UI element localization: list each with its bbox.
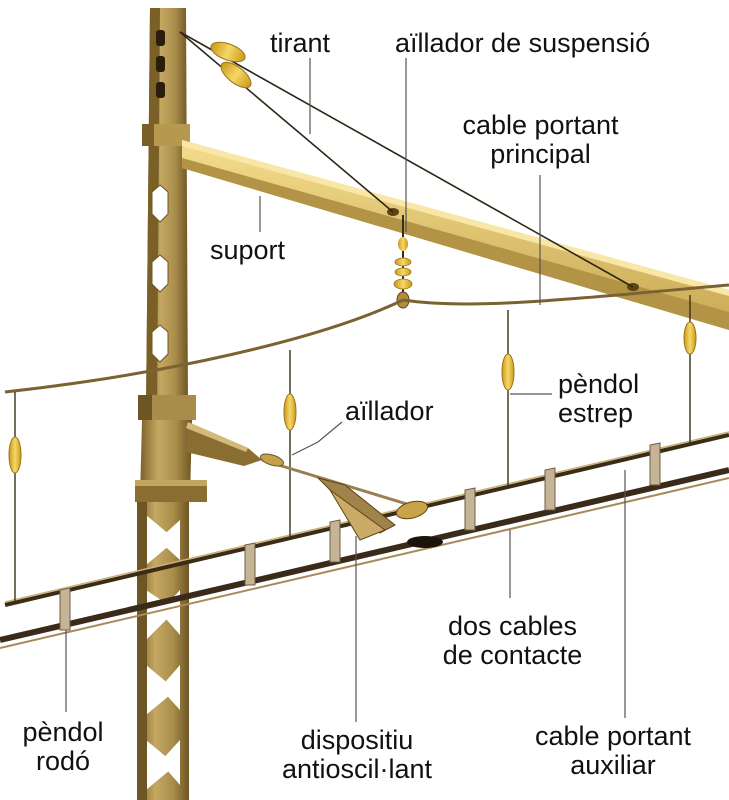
label-contact-wires-line1: dos cables	[447, 611, 578, 641]
tie-rod-insulators	[210, 41, 252, 89]
label-round-dropper-line2: rodó	[35, 746, 91, 776]
label-round-dropper-line1: pèndol	[22, 717, 104, 747]
label-stirrup-dropper-line1: pèndol	[558, 369, 640, 399]
round-droppers	[14, 295, 691, 603]
label-auxiliary-catenary-line2: auxiliar	[570, 750, 656, 780]
registration-arm	[186, 422, 421, 510]
stirrup-droppers	[59, 442, 661, 631]
label-anti-sway-line1: dispositiu	[300, 725, 414, 755]
label-auxiliary-catenary-line1: cable portant	[534, 721, 692, 751]
label-contact-wires-line2: de contacte	[442, 640, 583, 670]
label-tie-rod: tirant	[270, 28, 331, 58]
label-stirrup-dropper-line2: estrep	[558, 398, 634, 428]
label-insulator: aïllador	[345, 396, 434, 426]
label-stirrup-dropper: pèndol estrep	[558, 370, 639, 428]
leader-lines	[65, 58, 626, 722]
label-anti-sway-device: dispositiu antioscil·lant	[268, 726, 446, 784]
label-main-catenary-line2: principal	[490, 139, 591, 169]
label-anti-sway-line2: antioscil·lant	[281, 754, 433, 784]
round-dropper-insulators	[8, 321, 697, 474]
anti-sway-device	[316, 477, 443, 548]
main-catenary	[4, 283, 729, 394]
label-contact-wires: dos cables de contacte	[425, 612, 600, 670]
label-main-catenary: cable portant principal	[453, 111, 628, 169]
label-support: suport	[210, 235, 286, 265]
mast-lattice	[137, 495, 189, 800]
mast	[135, 8, 207, 502]
label-suspension-insulator: aïllador de suspensió	[395, 28, 651, 58]
label-auxiliary-catenary: cable portant auxiliar	[508, 722, 718, 780]
label-round-dropper: pèndol rodó	[2, 718, 124, 776]
contact-wires	[0, 467, 729, 649]
support-arm	[182, 140, 729, 330]
label-main-catenary-line1: cable portant	[462, 110, 619, 140]
